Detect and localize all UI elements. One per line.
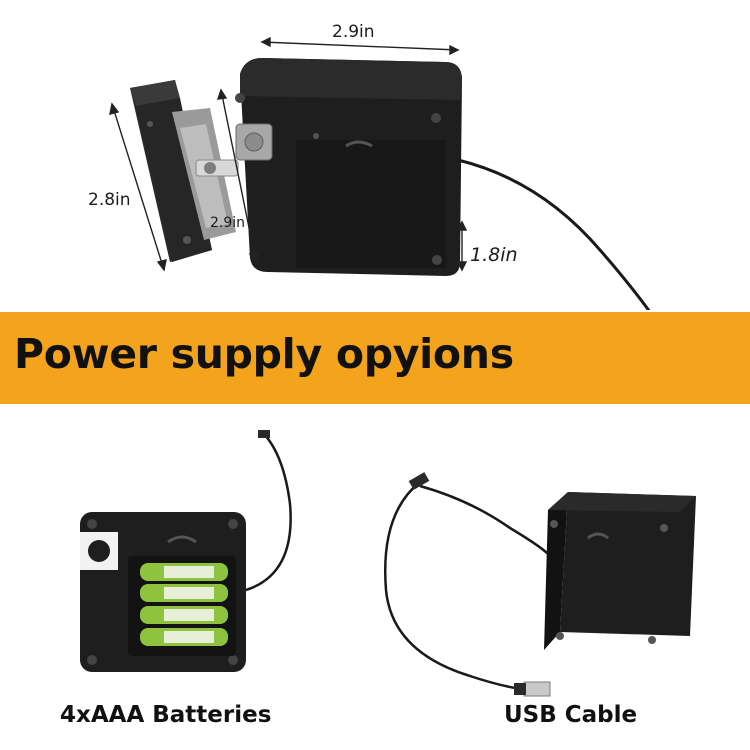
dimension-lines — [109, 36, 468, 272]
latch-bracket — [172, 108, 239, 240]
battery-option-caption: 4xAAA Batteries — [60, 702, 272, 728]
lock-body — [235, 58, 462, 276]
aaa-battery-4 — [140, 628, 228, 646]
usb-cable-loop — [419, 484, 549, 555]
aaa-battery-2 — [140, 584, 228, 602]
usb-option-caption: USB Cable — [504, 702, 638, 728]
strike-plate — [130, 80, 212, 262]
micro-usb-plug — [408, 472, 430, 490]
power-cable — [457, 158, 651, 310]
strike-height-dimension-label: 2.8in — [88, 190, 131, 210]
aaa-battery-3 — [140, 606, 228, 624]
banner-title: Power supply opyions — [14, 330, 514, 378]
usb-a-plug — [523, 681, 551, 697]
depth-dimension-label: 1.8in — [470, 244, 518, 266]
battery-pack-lock — [80, 430, 292, 672]
side-width-dimension-label: 2.9in — [210, 215, 246, 231]
usb-powered-lock — [384, 472, 696, 697]
lock-dimensions-photo: 2.9in 2.8in 2.9in 1.8in — [0, 0, 750, 310]
power-options: 4xAAA Batteries USB Cable — [0, 404, 750, 750]
power-options-illustration — [80, 430, 696, 697]
lock-with-strike-illustration — [109, 36, 651, 310]
battery-lead-wire — [245, 433, 292, 592]
usb-cable — [384, 481, 527, 692]
aaa-battery-1 — [140, 563, 228, 581]
width-dimension-label: 2.9in — [332, 22, 375, 42]
section-banner: Power supply opyions — [0, 312, 750, 404]
